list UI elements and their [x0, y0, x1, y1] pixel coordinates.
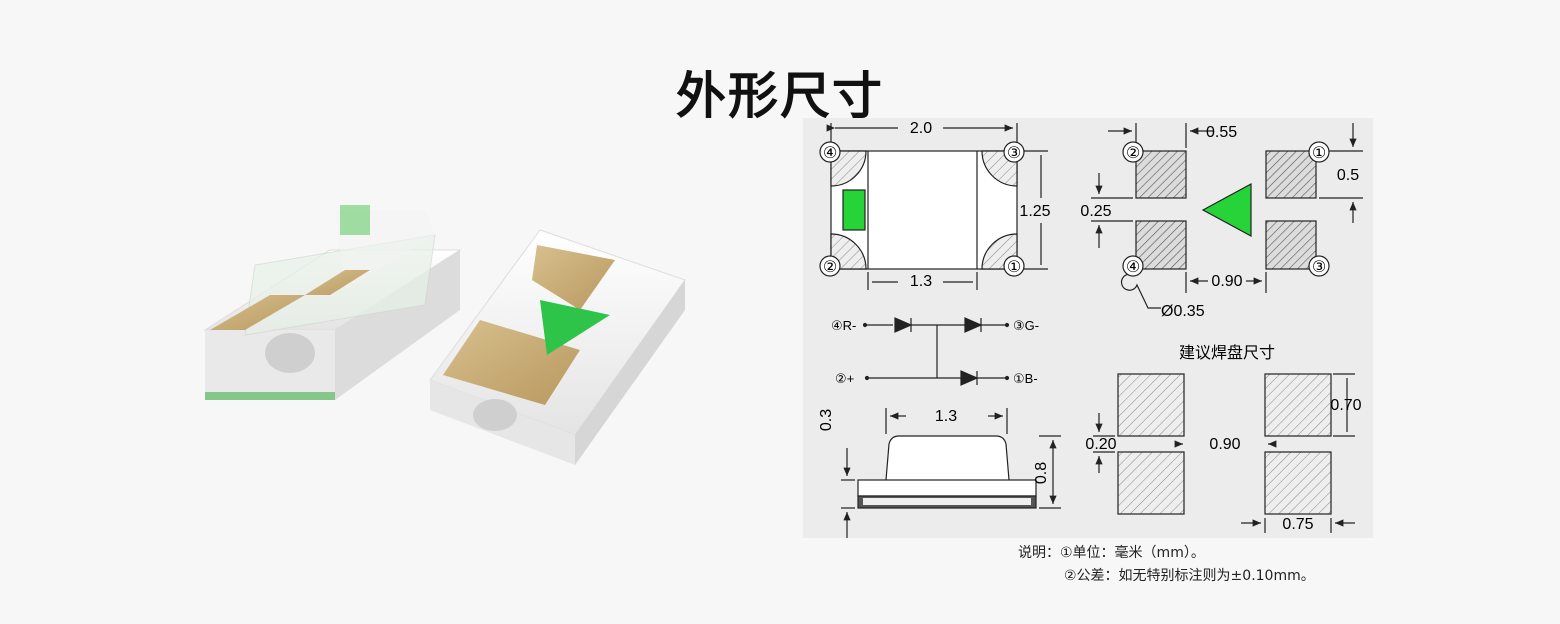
top-pin-3: ③ — [1007, 145, 1021, 162]
notes: 说明：①单位：毫米（mm）。 ②公差：如无特别标注则为±0.10mm。 — [1018, 542, 1315, 588]
led-product-photo — [203, 205, 686, 465]
bottom-gap-label: 0.25 — [1080, 203, 1111, 220]
top-pin-1: ① — [1007, 259, 1021, 276]
bottom-pin-4: ④ — [1126, 259, 1140, 276]
top-width-label: 2.0 — [910, 120, 932, 137]
footprint-view — [1093, 373, 1355, 533]
dimension-drawing: 2.0 1.25 1.3 ④ ③ ② ① 0.55 0.5 0. — [803, 118, 1373, 538]
top-height-label: 1.25 — [1019, 203, 1050, 220]
side-lead-label: 0.3 — [818, 409, 835, 431]
schematic-label-b: ①B- — [1013, 371, 1038, 386]
footprint-spacing-label: 0.90 — [1209, 436, 1240, 453]
bottom-view — [1091, 123, 1363, 309]
bottom-pin-1: ① — [1312, 145, 1326, 162]
footprint-pad-width-label: 0.75 — [1282, 516, 1313, 533]
bottom-spacing-label: 0.90 — [1211, 273, 1242, 290]
dimension-drawing-svg: 2.0 1.25 1.3 ④ ③ ② ① 0.55 0.5 0. — [818, 120, 1363, 538]
top-pin-4: ④ — [823, 145, 837, 162]
note-tolerance: ②公差：如无特别标注则为±0.10mm。 — [1064, 568, 1315, 584]
bottom-pin-3: ③ — [1312, 259, 1326, 276]
schematic-label-plus: ②+ — [835, 371, 854, 386]
schematic-label-g: ③G- — [1013, 318, 1039, 333]
bottom-pad-height-label: 0.5 — [1337, 167, 1359, 184]
side-height-label: 0.8 — [1033, 462, 1050, 484]
footprint-gap-label: 0.20 — [1085, 436, 1116, 453]
led-top-photo — [203, 205, 462, 400]
side-width-label: 1.3 — [935, 408, 957, 425]
footprint-title: 建议焊盘尺寸 — [1179, 343, 1275, 362]
led-bottom-photo — [429, 229, 686, 465]
bottom-pad-width-label: 0.55 — [1206, 124, 1237, 141]
footprint-pad-height-label: 0.70 — [1330, 397, 1361, 414]
side-view — [841, 408, 1061, 538]
schematic-label-r: ④R- — [831, 318, 856, 333]
top-inner-label: 1.3 — [910, 273, 932, 290]
top-pin-2: ② — [823, 259, 837, 276]
page-title: 外形尺寸 — [676, 67, 884, 125]
bottom-pin-2: ② — [1126, 145, 1140, 162]
note-unit: 说明：①单位：毫米（mm）。 — [1018, 545, 1205, 561]
bottom-hole-label: Ø0.35 — [1161, 303, 1205, 320]
top-view — [819, 123, 1048, 290]
circuit-schematic — [862, 317, 1010, 386]
